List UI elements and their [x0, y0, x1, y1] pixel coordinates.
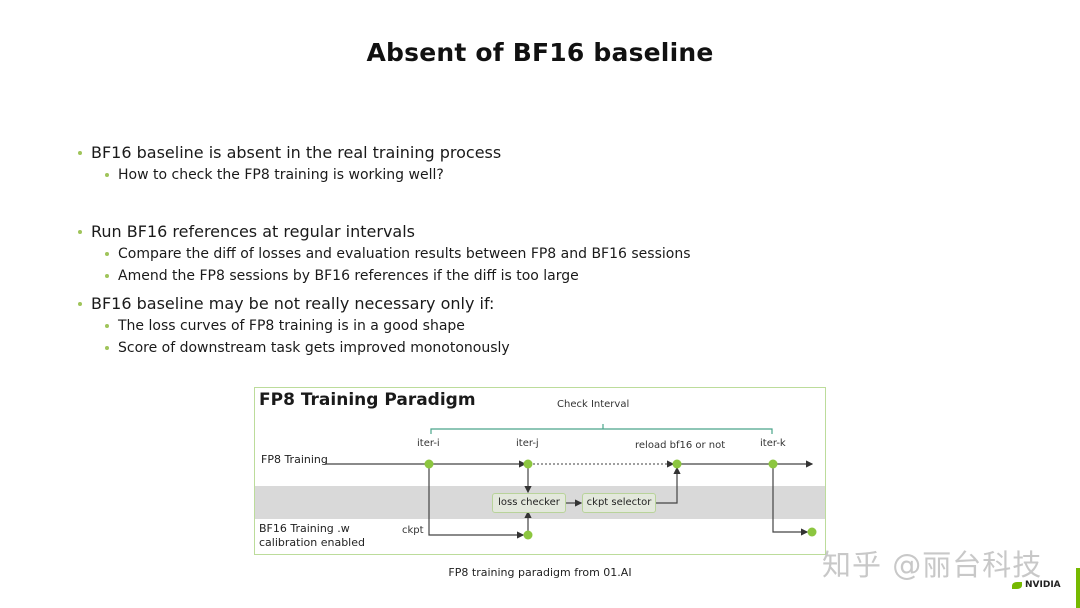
iter-j-label: iter-j — [516, 438, 539, 449]
bullet-dot-icon — [78, 151, 82, 155]
fp8-paradigm-diagram: FP8 Training Paradigm Check — [254, 387, 826, 555]
bullet-1: BF16 baseline is absent in the real trai… — [76, 142, 876, 164]
iter-i-label: iter-i — [417, 438, 440, 449]
reload-label: reload bf16 or not — [635, 440, 726, 451]
sub-bullet-2-2: Amend the FP8 sessions by BF16 reference… — [76, 265, 876, 287]
sub-bullet-2-1: Compare the diff of losses and evaluatio… — [76, 243, 876, 265]
bf16-lane-label-2: calibration enabled — [259, 536, 365, 549]
bullet-3: BF16 baseline may be not really necessar… — [76, 293, 876, 315]
sub-bullet-text: Compare the diff of losses and evaluatio… — [118, 246, 691, 262]
bullet-2: Run BF16 references at regular intervals — [76, 221, 876, 243]
bullet-text: Run BF16 references at regular intervals — [91, 222, 415, 241]
logo-text: NVIDIA — [1025, 580, 1061, 590]
sub-bullet-text: The loss curves of FP8 training is in a … — [118, 318, 465, 334]
bullet-dot-icon — [105, 173, 109, 177]
check-interval-label: Check Interval — [557, 399, 630, 410]
sub-bullet-3-1: The loss curves of FP8 training is in a … — [76, 315, 876, 337]
bullet-dot-icon — [105, 252, 109, 256]
bullet-list: BF16 baseline is absent in the real trai… — [76, 142, 876, 359]
bf16-lane-label-1: BF16 Training .w — [259, 522, 350, 535]
bullet-dot-icon — [78, 230, 82, 234]
sub-bullet-3-2: Score of downstream task gets improved m… — [76, 337, 876, 359]
bullet-dot-icon — [105, 346, 109, 350]
bullet-text: BF16 baseline may be not really necessar… — [91, 294, 495, 313]
accent-bar — [1076, 568, 1080, 608]
bullet-dot-icon — [105, 274, 109, 278]
nvidia-logo: NVIDIA — [1012, 580, 1061, 590]
bullet-dot-icon — [78, 302, 82, 306]
loss-checker-box: loss checker — [492, 493, 566, 513]
diagram-caption: FP8 training paradigm from 01.AI — [448, 566, 632, 579]
sub-bullet-text: Score of downstream task gets improved m… — [118, 340, 510, 356]
sub-bullet-1-1: How to check the FP8 training is working… — [76, 164, 876, 186]
slide-title: Absent of BF16 baseline — [366, 38, 714, 67]
watermark: 知乎 @丽台科技 — [822, 548, 1043, 582]
ckpt-selector-box: ckpt selector — [582, 493, 656, 513]
bullet-dot-icon — [105, 324, 109, 328]
sub-bullet-text: Amend the FP8 sessions by BF16 reference… — [118, 268, 579, 284]
bullet-text: BF16 baseline is absent in the real trai… — [91, 143, 502, 162]
diagram-title: FP8 Training Paradigm — [259, 390, 476, 410]
iter-k-label: iter-k — [760, 438, 786, 449]
diagram-connectors — [325, 424, 817, 540]
ckpt-label: ckpt — [402, 525, 424, 536]
fp8-lane-label: FP8 Training — [261, 453, 328, 466]
nvidia-eye-icon — [1012, 581, 1022, 589]
sub-bullet-text: How to check the FP8 training is working… — [118, 167, 444, 183]
